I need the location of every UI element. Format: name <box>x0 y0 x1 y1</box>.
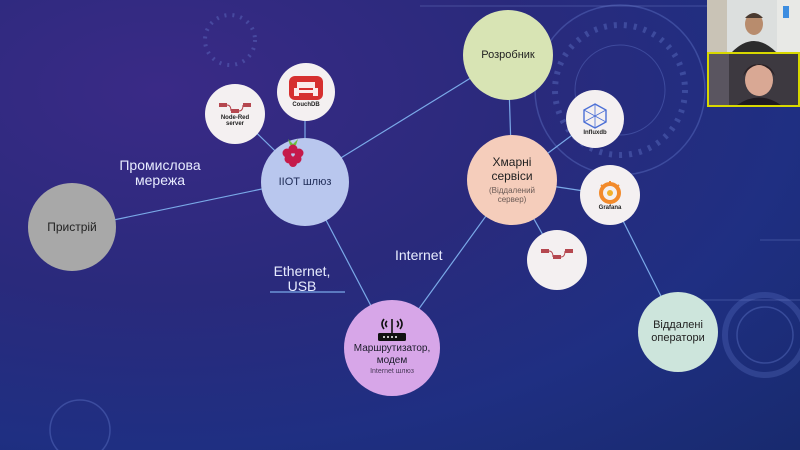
decor-ring <box>736 306 794 364</box>
router-label: Маршрутизатор, модем <box>353 343 431 366</box>
internet-label: Internet <box>395 247 443 263</box>
router-sublabel: Internet шлюз <box>370 368 414 375</box>
node-red-icon <box>541 249 573 259</box>
couchdb-node: CouchDB <box>277 63 335 121</box>
participant-video-2 <box>709 54 798 105</box>
decor-ring <box>203 13 257 67</box>
video-tile-1[interactable] <box>707 0 800 52</box>
video-tile-2[interactable] <box>707 52 800 107</box>
industrial-network-label: Промислова мережа <box>119 157 201 188</box>
iiot-gateway-node: IIOT шлюз <box>261 138 349 226</box>
router-node: Маршрутизатор, модем Internet шлюз <box>344 300 440 396</box>
decor-ring <box>722 292 800 378</box>
remote-operators-node: Віддалені оператори <box>638 292 718 372</box>
node-red-server-top-node: Node-Red server <box>205 84 265 144</box>
raspberry-pi-icon <box>282 139 304 167</box>
influxdb-label: Influxdb <box>583 130 607 136</box>
iiot-gateway-label: IIOT шлюз <box>278 176 332 188</box>
device-node: Пристрій <box>28 183 116 271</box>
node-red-bottom-label: Node-Red server <box>542 261 572 273</box>
cloud-services-sublabel: (Віддалений сервер) <box>488 185 536 204</box>
decor-ring <box>534 4 706 176</box>
node-red-top-label: Node-Red server <box>220 115 250 127</box>
influxdb-node: Influxdb <box>566 90 624 148</box>
participant-video-1 <box>707 0 800 52</box>
node-red-icon <box>219 103 251 113</box>
decor-ring <box>552 22 688 158</box>
influxdb-icon <box>583 103 607 129</box>
couchdb-icon <box>289 76 323 100</box>
cloud-services-label: Хмарні сервіси <box>491 155 533 183</box>
developer-node: Розробник <box>463 10 553 100</box>
decor-ring <box>574 44 666 136</box>
ethernet-usb-label: Ethernet, USB <box>273 263 331 294</box>
cloud-services-node: Хмарні сервіси (Віддалений сервер) <box>467 135 557 225</box>
remote-operators-label: Віддалені оператори <box>651 319 705 344</box>
decor-ring <box>49 399 111 450</box>
node-red-server-bottom-node: Node-Red server <box>527 230 587 290</box>
grafana-node: Grafana <box>580 165 640 225</box>
grafana-icon <box>599 181 621 204</box>
router-icon <box>378 318 406 341</box>
developer-label: Розробник <box>481 49 535 61</box>
grafana-label: Grafana <box>598 205 622 211</box>
couchdb-label: CouchDB <box>292 102 320 108</box>
device-label: Пристрій <box>47 220 97 234</box>
